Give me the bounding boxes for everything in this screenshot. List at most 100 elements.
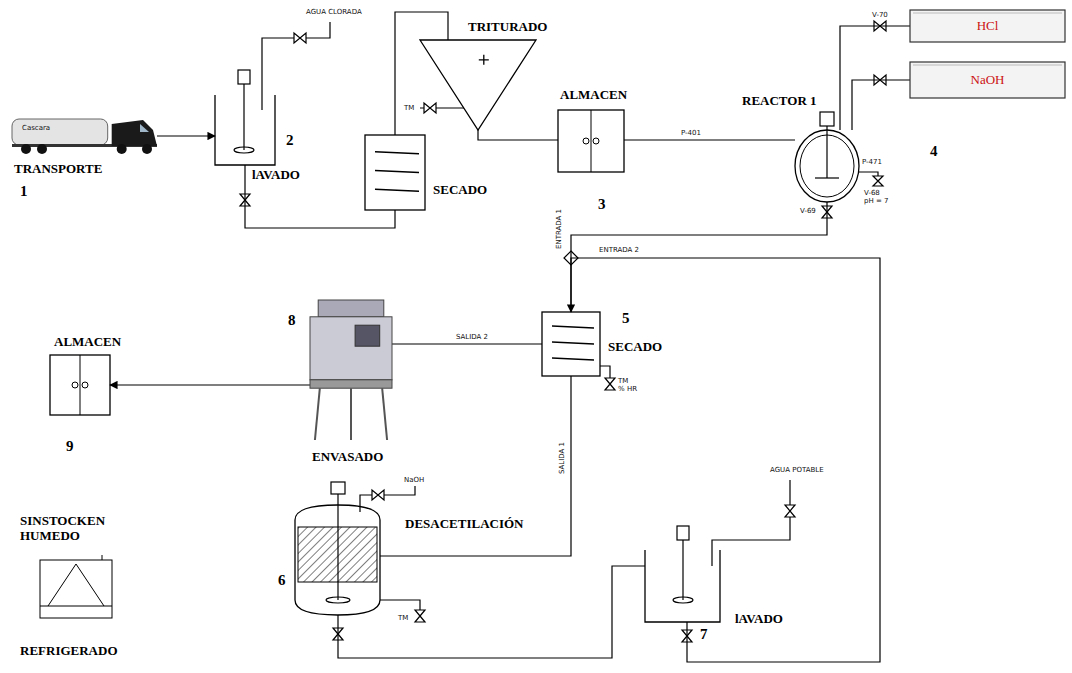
node-label: REFRIGERADO	[20, 644, 118, 659]
storage-unit: ALMACEN	[50, 355, 110, 415]
store-cabinet	[558, 110, 624, 172]
reagent-tank: HCl	[910, 10, 1065, 42]
dryer-outline	[542, 312, 600, 376]
tanker-body	[12, 119, 108, 145]
door-knob	[583, 138, 589, 144]
wash-tank-outline	[215, 95, 275, 165]
node-label: REACTOR 1	[742, 94, 817, 109]
agitator-impeller	[234, 147, 254, 153]
truck-icon: CascaraTRANSPORTE	[12, 118, 157, 154]
pipe-connector	[110, 384, 310, 385]
instrument-tag: TM	[398, 614, 408, 622]
pipe-connector	[478, 130, 558, 140]
node-label: NaOH	[971, 73, 1005, 88]
valve-symbol	[785, 505, 795, 517]
pipe-connector	[157, 135, 215, 136]
column-packing	[298, 527, 377, 582]
valve-tag: V-70	[872, 11, 888, 19]
node-label: ENVASADO	[312, 450, 383, 465]
storage-unit-outline	[50, 355, 110, 415]
node-label: lAVADO	[252, 168, 300, 183]
door-knob	[593, 138, 599, 144]
node-label: SECADO	[608, 340, 662, 355]
pipe-connector	[395, 12, 448, 135]
stream-label: P-401	[680, 129, 702, 137]
callout-number: 4	[930, 143, 938, 160]
valve-symbol	[415, 610, 425, 622]
agitator-impeller	[326, 597, 350, 603]
instrument-tag: TM	[618, 377, 628, 385]
pipe-connector	[380, 376, 571, 556]
truck-cab	[112, 120, 157, 146]
dryer-outline	[365, 135, 425, 210]
dryer: SECADO	[365, 135, 425, 210]
node-label: HCl	[977, 19, 999, 34]
stream-label: SALIDA 2	[455, 333, 489, 341]
door-split	[80, 355, 81, 415]
wash-tank: lAVADO	[645, 550, 720, 622]
sample-pipe	[600, 366, 610, 378]
truck-wheel	[117, 144, 127, 154]
agitator-motor	[820, 112, 834, 126]
node-label: lAVADO	[735, 612, 783, 627]
pipe-tag: AGUA CLORADA	[306, 8, 362, 16]
callout-number: 3	[598, 196, 606, 213]
reagent-tank-body	[910, 10, 1065, 42]
fridge-base	[40, 606, 112, 607]
dryer-tray	[375, 171, 419, 173]
agitator-shaft	[682, 540, 683, 600]
dryer: SECADO	[542, 312, 600, 376]
agitator-motor	[677, 526, 689, 540]
callout-number: 2	[286, 132, 294, 149]
reactor-shell	[800, 135, 854, 197]
pipe-connector	[571, 202, 827, 312]
machine-leg	[315, 388, 320, 440]
agitator-impeller	[815, 177, 839, 178]
valve-symbol	[372, 490, 384, 500]
pipe-tag: NaOH	[404, 476, 424, 484]
machine-leg	[350, 388, 352, 440]
node-label: SINSTOCKEN HUMEDO	[20, 514, 116, 544]
callout-number: 7	[700, 626, 708, 643]
callout-number: 9	[66, 438, 74, 455]
reactor-jacket	[795, 130, 859, 202]
open-tank	[215, 95, 275, 165]
stream-label: ENTRADA 1	[555, 208, 563, 250]
pipe-connector	[840, 26, 910, 130]
callout-number: 8	[288, 312, 296, 329]
deacetylation-column-outline	[295, 505, 380, 615]
dryer-tray	[375, 189, 419, 191]
machine-body	[310, 317, 392, 380]
reagent-tank-body	[910, 62, 1065, 98]
fridge-tick	[102, 555, 103, 560]
callout-number: 6	[278, 572, 286, 589]
instrument-tag: % HR	[618, 385, 637, 393]
dryer-tray	[552, 326, 594, 328]
water-pipe	[262, 22, 330, 110]
truck-icon-outline	[12, 118, 157, 154]
stream-label: ENTRADA 2	[598, 246, 640, 254]
valve-symbol	[294, 33, 306, 43]
refrigerator-icon: SINSTOCKEN HUMEDOREFRIGERADO	[40, 560, 112, 618]
instrument-tag: TM	[404, 104, 414, 112]
tank-edge	[913, 13, 1062, 14]
truck-wheel	[21, 144, 31, 154]
crusher-hopper: TRITURADO	[420, 40, 536, 130]
fridge-frame	[40, 560, 112, 618]
pipe-connector	[852, 80, 910, 130]
hopper-cone	[420, 40, 536, 130]
column-shell	[295, 505, 380, 615]
packing-machine-outline	[310, 300, 392, 440]
pipe-connector	[392, 343, 542, 344]
truck-wheel	[37, 144, 47, 154]
truck-wheel	[142, 144, 152, 154]
node-label: SECADO	[433, 183, 487, 198]
crusher-mark	[479, 55, 489, 65]
door-split	[591, 110, 592, 172]
pipe-connector	[571, 258, 880, 662]
callout-number: 5	[622, 310, 630, 327]
storage-unit-outline	[558, 110, 624, 172]
